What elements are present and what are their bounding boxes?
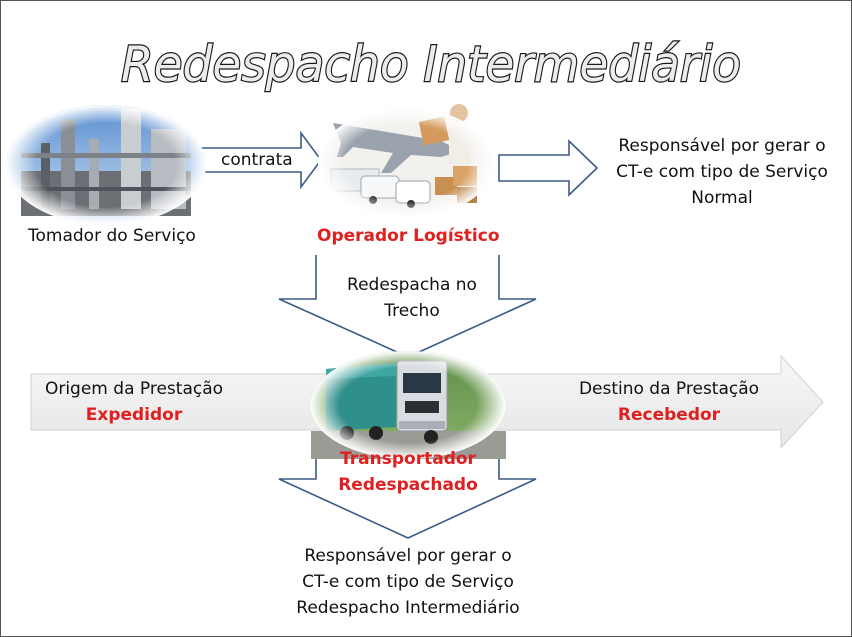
redespacha-label: Redespacha no Trecho [327, 272, 497, 324]
redespacha-line-2: Trecho [384, 301, 440, 321]
operador-label: Operador Logístico [317, 226, 500, 246]
expedidor-label: Expedidor [85, 405, 183, 425]
contrata-label: contrata [221, 150, 293, 170]
transportador-responsibility: Responsável por gerar o CT-e com tipo de… [263, 543, 553, 621]
transportador-line-1: Transportador [340, 449, 476, 469]
truck-illustration [310, 351, 506, 459]
recebedor-label: Recebedor [617, 405, 721, 425]
tomador-label: Tomador do Serviço [28, 226, 196, 246]
operador-resp-arrow [498, 139, 599, 197]
logistics-illustration [318, 104, 494, 218]
redespacha-line-1: Redespacha no [347, 275, 477, 295]
operador-resp-line-1: Responsável por gerar o [618, 136, 826, 156]
transportador-resp-line-3: Redespacho Intermediário [296, 598, 520, 618]
transportador-line-2: Redespachado [338, 475, 478, 495]
contrata-arrow [190, 130, 322, 190]
origem-text: Origem da Prestação [44, 379, 224, 399]
industrial-plant-illustration [6, 105, 206, 225]
operador-resp-line-2: CT-e com tipo de Serviço [616, 162, 828, 182]
transportador-resp-line-2: CT-e com tipo de Serviço [302, 572, 514, 592]
page-title: Redespacho Intermediário [121, 36, 741, 93]
destino-label: Destino da Prestação Recebedor [569, 376, 769, 428]
transportador-resp-line-1: Responsável por gerar o [304, 546, 512, 566]
operador-resp-line-3: Normal [691, 188, 753, 208]
transportador-label: Transportador Redespachado [323, 446, 493, 498]
destino-text: Destino da Prestação [578, 379, 760, 399]
origem-label: Origem da Prestação Expedidor [35, 376, 233, 428]
operador-responsibility: Responsável por gerar o CT-e com tipo de… [597, 133, 847, 211]
